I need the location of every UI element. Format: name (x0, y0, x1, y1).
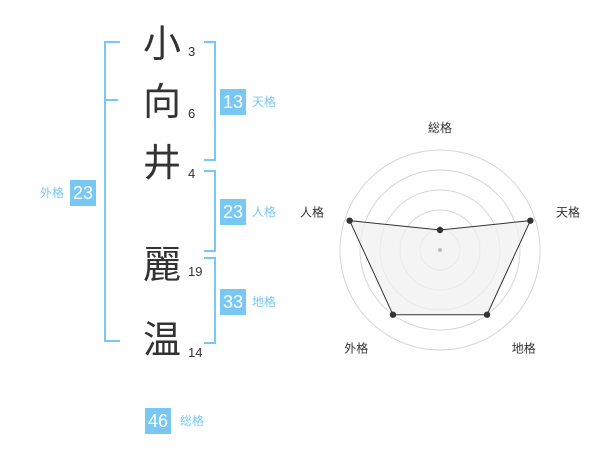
radar-center (438, 248, 442, 252)
name-char-4: 麗 (142, 243, 181, 287)
tenkaku-label: 天格 (252, 95, 277, 109)
soukaku-value: 46 (145, 408, 172, 434)
radar-axis-label-3: 地格 (512, 341, 536, 356)
name-char-2: 向 (142, 80, 181, 124)
jinkaku-bracket (204, 170, 216, 252)
stroke-count-2: 6 (188, 106, 196, 121)
chikaku-label: 地格 (252, 295, 277, 309)
gaikaku-bracket (104, 41, 120, 342)
jinkaku-value: 23 (220, 199, 247, 225)
radar-axis-label-1: 総格 (428, 120, 452, 135)
radar-point-4 (389, 311, 397, 318)
jinkaku-label: 人格 (252, 205, 277, 219)
chikaku-bracket (204, 257, 216, 344)
stroke-count-5: 14 (188, 345, 203, 360)
stroke-count-4: 19 (188, 264, 203, 279)
name-char-5: 温 (142, 318, 181, 362)
tenkaku-value: 13 (220, 89, 247, 115)
name-char-1: 小 (142, 22, 181, 66)
gaikaku-bracket-tick (106, 99, 118, 101)
stroke-count-1: 3 (188, 44, 196, 59)
radar-ring-4 (359, 169, 521, 331)
radar-point-2 (527, 217, 534, 224)
radar-polygon (348, 220, 532, 316)
gaikaku-value: 23 (70, 180, 97, 206)
radar-axis-label-5: 人格 (300, 204, 324, 219)
radar-axis-label-2: 天格 (556, 204, 580, 219)
radar-point-1 (436, 226, 444, 234)
radar-ring-5 (339, 149, 541, 351)
radar-point-3 (483, 311, 491, 318)
chikaku-value: 33 (220, 289, 247, 315)
radar-axis-label-4: 外格 (344, 341, 368, 356)
stroke-count-3: 4 (188, 166, 196, 181)
name-char-3: 井 (142, 141, 181, 185)
radar-point-5 (346, 217, 353, 224)
soukaku-label: 総格 (180, 414, 205, 428)
tenkaku-bracket (204, 41, 216, 161)
gaikaku-label: 外格 (40, 186, 65, 200)
